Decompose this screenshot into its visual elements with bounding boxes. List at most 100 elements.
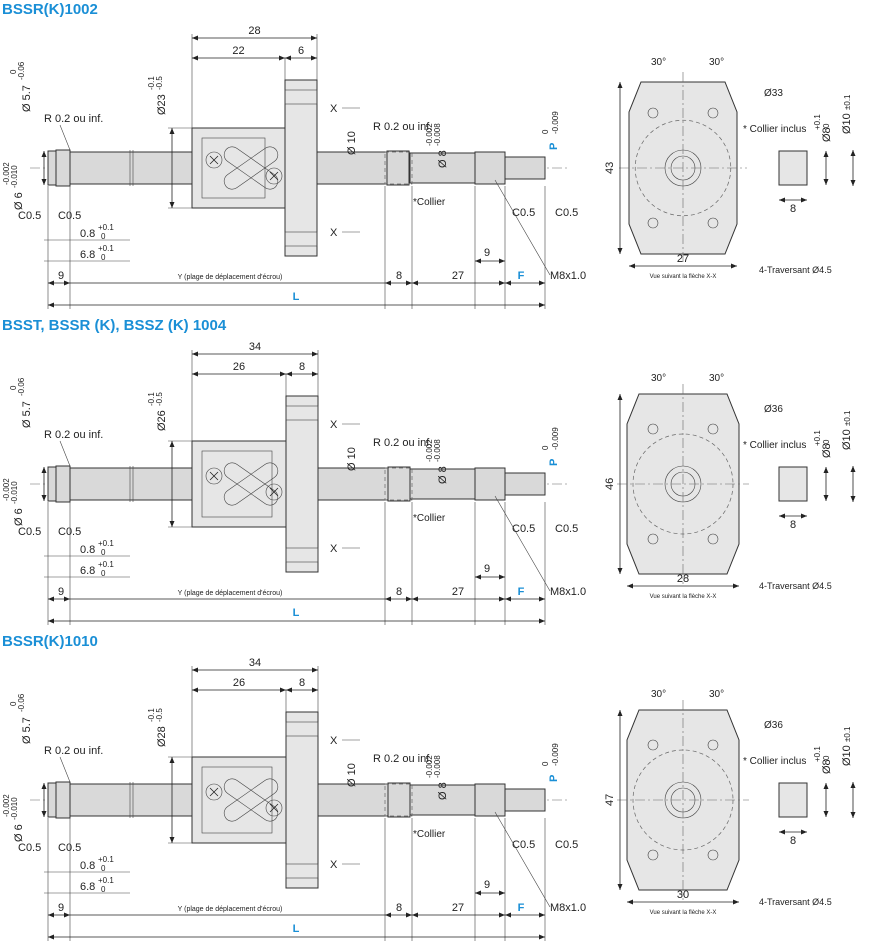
d57-tol-bot: -0.06 (17, 61, 26, 80)
return-slot (223, 778, 279, 822)
angle-label-right: 30° (709, 57, 724, 68)
shaft-p (474, 783, 506, 817)
c05-d: C0.5 (555, 207, 578, 219)
arrow-head (169, 837, 175, 843)
nut-diameter-value: Ø28 (156, 726, 168, 747)
dim-9: 9 (58, 586, 64, 598)
c05-c: C0.5 (512, 523, 535, 535)
dim-9b: 9 (484, 563, 490, 575)
r02-right: R 0.2 ou inf. (373, 437, 432, 449)
c05-d: C0.5 (555, 523, 578, 535)
arrow-head (499, 596, 505, 602)
dim-L: L (293, 607, 300, 619)
collier-label: *Collier (413, 197, 446, 208)
arrow-head (312, 667, 318, 673)
arrow-head (823, 179, 829, 185)
c05-b: C0.5 (58, 842, 81, 854)
shaft-d8 (409, 468, 476, 500)
screw-shaft-right (316, 151, 388, 185)
screw-shaft (69, 783, 193, 817)
pitch-circle-value: Ø36 (764, 720, 783, 731)
arrow-head (385, 912, 391, 918)
arrow-head (801, 197, 807, 203)
d8-tol-top: -0.002 (425, 439, 434, 462)
shaft-step (55, 465, 71, 503)
d6-tol-top: -0.002 (2, 162, 11, 185)
arrow-head (779, 197, 785, 203)
shaft-m8 (504, 472, 546, 496)
arrow-head (731, 263, 737, 269)
section-mark-x: X (330, 419, 338, 431)
arrow-head (279, 55, 285, 61)
dim-P: P (548, 775, 560, 782)
arrow-head (169, 757, 175, 763)
nut-tol-top: -0.1 (147, 392, 156, 406)
arrow-head (539, 596, 545, 602)
arrow-head (850, 466, 856, 472)
height-value: 43 (604, 162, 616, 174)
collar-d10: Ø10 (841, 745, 853, 766)
arrow-head (850, 180, 856, 186)
arrow-head (617, 884, 623, 890)
r02-right: R 0.2 ou inf. (373, 753, 432, 765)
angle-label-left: 30° (651, 689, 666, 700)
section-mark-x: X (330, 735, 338, 747)
leader (59, 440, 71, 467)
arrow-head (779, 513, 785, 519)
arrow-head (505, 280, 511, 286)
mount-hole (707, 739, 719, 751)
c05-c: C0.5 (512, 839, 535, 851)
arrow-head (617, 568, 623, 574)
holes-label: 4-Traversant Ø4.5 (759, 897, 832, 907)
screw-head (205, 783, 223, 801)
dim-27: 27 (452, 586, 464, 598)
screw-shaft-right (317, 467, 389, 501)
leader (59, 756, 71, 783)
return-slot (223, 146, 279, 190)
arrow-head (617, 248, 623, 254)
d10-label: Ø 10 (346, 763, 358, 787)
mount-hole (707, 217, 719, 229)
d8-tol-top: -0.002 (425, 123, 434, 146)
flange-notch (285, 547, 319, 563)
screw-cross (209, 155, 219, 165)
arrow-head (627, 899, 633, 905)
dim-9b: 9 (484, 247, 490, 259)
screw-head (265, 799, 283, 817)
screw-shaft-right (317, 783, 389, 817)
dim-8: 8 (396, 902, 402, 914)
arrow-head (64, 596, 70, 602)
d6-tol-top: -0.002 (2, 478, 11, 501)
section-mark-x: X (330, 227, 338, 239)
collar-d8: Ø8 (821, 443, 833, 458)
arrow-head (617, 394, 623, 400)
shaft-m8 (504, 788, 546, 812)
arrow-head (850, 782, 856, 788)
r02-left: R 0.2 ou inf. (44, 745, 103, 757)
collar-tol: ±0.1 (843, 410, 852, 426)
dim-L: L (293, 923, 300, 935)
shaft-p (474, 151, 506, 185)
arrow-head (823, 783, 829, 789)
d8-tol-bot: -0.008 (433, 123, 442, 146)
d6-label: Ø 6 (13, 192, 25, 210)
screw-cross (209, 471, 219, 481)
nut-body (191, 756, 293, 844)
arrow-head (41, 151, 47, 157)
arrow-head (733, 899, 739, 905)
arrow-head (406, 280, 412, 286)
arrow-head (41, 495, 47, 501)
flange-notch (285, 721, 319, 737)
d8-label: Ø 8 (437, 782, 449, 800)
arrow-head (41, 179, 47, 185)
screw-shaft (69, 467, 193, 501)
arrow-head (41, 811, 47, 817)
arrow-head (499, 258, 505, 264)
flange-width-value: 8 (299, 361, 305, 373)
d57-tol-top: 0 (9, 385, 18, 390)
arrow-head (192, 371, 198, 377)
arrow-head (627, 583, 633, 589)
screw-head (265, 483, 283, 501)
